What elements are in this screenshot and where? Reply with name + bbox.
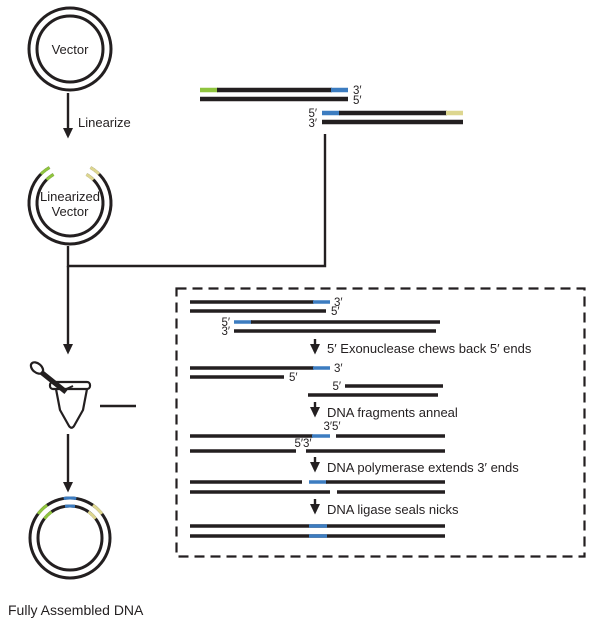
row3-top-nick-label: 3′5′ xyxy=(323,421,340,433)
linearized-vector-label-line2: Vector xyxy=(52,204,90,219)
step2-label: DNA fragments anneal xyxy=(327,405,458,420)
row1-frag1-3prime-label: 3′ xyxy=(334,297,343,309)
merge-connector-line xyxy=(66,134,327,268)
box-row4-extended xyxy=(190,480,445,494)
yellow-end-mark-outer xyxy=(89,166,101,176)
fragment1-5prime-label: 5′ xyxy=(353,95,362,107)
yellow-end-mark-inner xyxy=(85,173,95,181)
row2-frag1-5prime-label: 5′ xyxy=(289,372,298,384)
row1-frag2-3prime-label: 3′ xyxy=(221,326,230,338)
row3-bottom-nick-label: 5′3′ xyxy=(294,438,311,450)
assembled-green-mark-outer xyxy=(36,503,48,515)
box-row1-fragments: 3′ 5′ 5′ 3′ xyxy=(190,297,440,338)
assembled-plasmid xyxy=(28,496,112,580)
linearized-vector-label-line1: Linearized xyxy=(40,189,100,204)
assembly-steps-box xyxy=(175,287,586,558)
fragment2-5prime-label: 5′ xyxy=(308,108,317,120)
row2-frag2-5prime-label: 5′ xyxy=(332,381,341,393)
fragment1-3prime-label: 3′ xyxy=(353,85,362,97)
vector-inner-ring xyxy=(35,14,105,84)
linearized-inner-arc xyxy=(35,173,105,238)
vector-label: Vector xyxy=(52,42,90,57)
linearize-label: Linearize xyxy=(78,115,131,130)
reaction-tube xyxy=(29,361,92,429)
step4-label: DNA ligase seals nicks xyxy=(327,502,459,517)
assembled-yellow-mark-inner xyxy=(87,510,97,520)
linearized-outer-arc xyxy=(27,166,113,246)
step3-label: DNA polymerase extends 3′ ends xyxy=(327,460,519,475)
green-end-mark-inner xyxy=(45,173,55,181)
pipette-body xyxy=(39,370,68,394)
box-row2-chewed: 3′ 5′ 5′ xyxy=(190,363,443,397)
pipette-tip xyxy=(63,385,74,391)
box-row5-sealed xyxy=(190,524,445,538)
linearized-vector: Linearized Vector xyxy=(27,166,113,246)
tube-body xyxy=(54,388,89,429)
row1-frag1-5prime-label: 5′ xyxy=(331,306,340,318)
row2-frag1-3prime-label: 3′ xyxy=(334,363,343,375)
assembled-yellow-mark-outer xyxy=(92,503,104,515)
insert-fragments: 3′ 5′ 5′ 3′ xyxy=(200,85,463,130)
green-end-mark-outer xyxy=(39,166,51,176)
final-label: Fully Assembled DNA xyxy=(8,602,144,618)
fragment2-3prime-label: 3′ xyxy=(308,118,317,130)
vector-outer-ring xyxy=(27,6,113,92)
box-row3-annealed: 3′5′ 5′3′ xyxy=(190,421,445,453)
vector-plasmid: Vector xyxy=(27,6,113,92)
step1-label: 5′ Exonuclease chews back 5′ ends xyxy=(327,341,532,356)
assembled-green-mark-inner xyxy=(43,510,53,520)
row1-frag2-5prime-label: 5′ xyxy=(221,317,230,329)
